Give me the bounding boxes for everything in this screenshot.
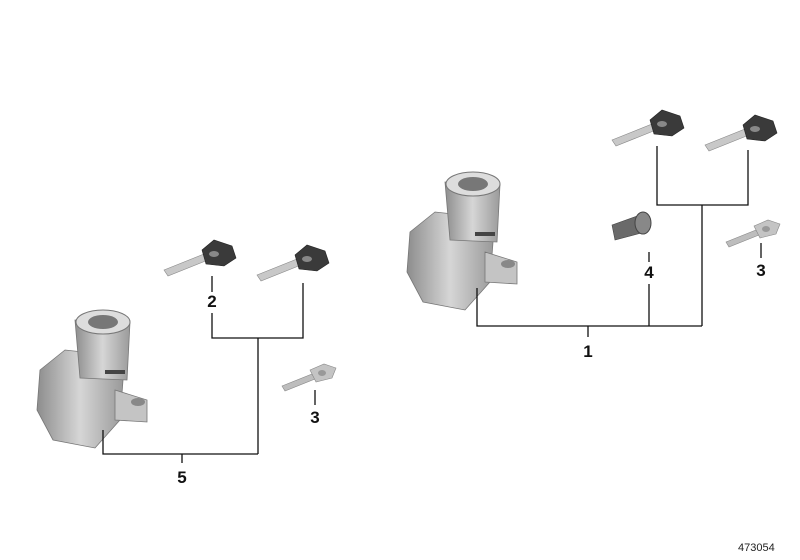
leader-lines-right (476, 146, 762, 337)
key-right-2 (704, 114, 778, 152)
key-blank-left (281, 363, 337, 392)
leader-lines-left (102, 276, 316, 463)
key-right-1 (611, 109, 685, 147)
reference-number: 473054 (738, 542, 775, 554)
key-left-1 (163, 239, 237, 277)
ignition-lock-left (36, 309, 148, 449)
key-left-2 (256, 244, 330, 282)
callout-2: 2 (207, 292, 217, 311)
callout-1: 1 (583, 342, 593, 361)
lock-cylinder (611, 211, 652, 241)
key-blank-right (725, 219, 781, 248)
callout-4: 4 (644, 263, 654, 282)
ignition-lock-right (406, 171, 518, 311)
callout-5: 5 (177, 468, 187, 487)
callout-3-left: 3 (310, 408, 320, 427)
callout-3-right: 3 (756, 261, 766, 280)
